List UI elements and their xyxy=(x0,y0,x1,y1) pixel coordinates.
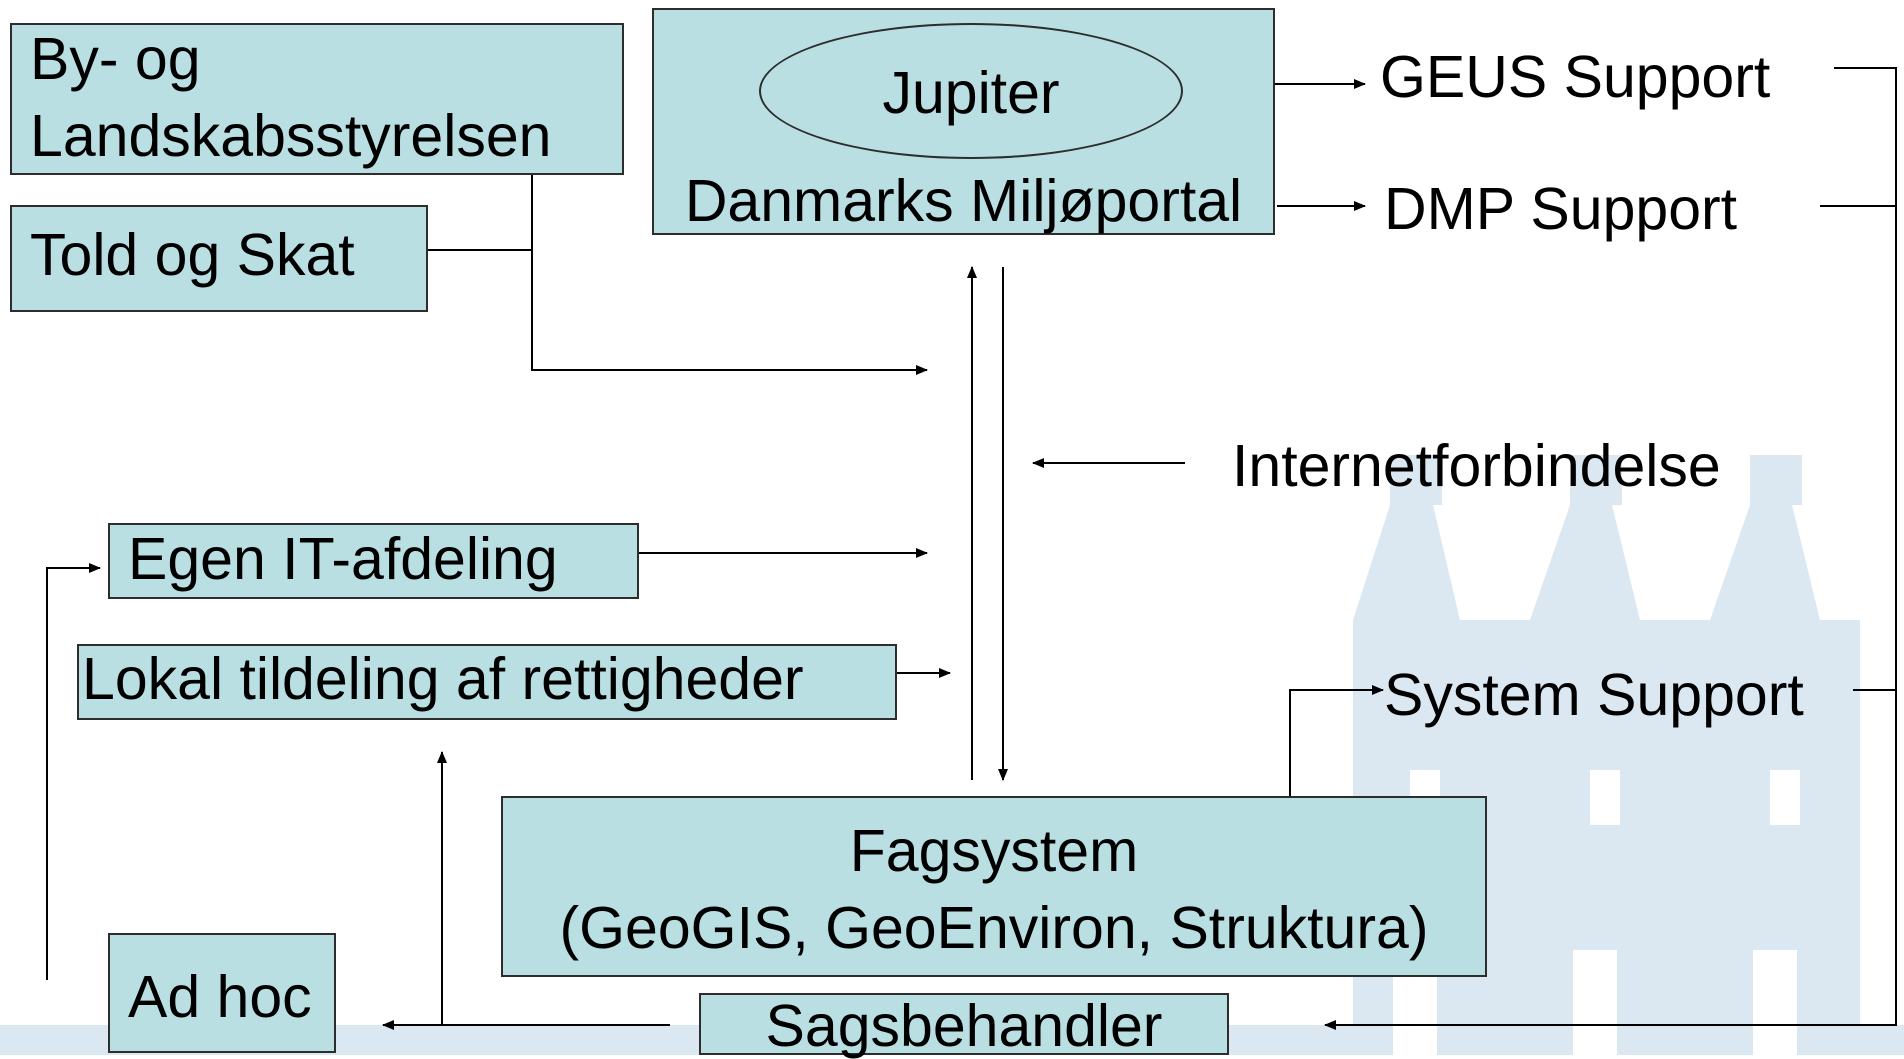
lokal-tildeling-label: Lokal tildeling af rettigheder xyxy=(82,646,804,712)
internetforbindelse-label: Internetforbindelse xyxy=(1232,433,1721,499)
danmarks-miljoportal-label: Danmarks Miljøportal xyxy=(684,168,1243,234)
adhoc-loop-arrow xyxy=(46,563,101,980)
jupiter-label: Jupiter xyxy=(882,60,1060,126)
sagsbehandler-label: Sagsbehandler xyxy=(765,993,1163,1059)
by-og-label: By- og xyxy=(30,26,201,92)
ad-hoc-box xyxy=(108,933,336,1053)
system-support-label: System Support xyxy=(1384,662,1804,728)
agencies-connector xyxy=(531,174,928,375)
fagsystem-subtitle: (GeoGIS, GeoEnviron, Struktura) xyxy=(559,895,1429,961)
told-og-skat-label: Told og Skat xyxy=(30,222,355,288)
landskabsstyrelsen-label: Landskabsstyrelsen xyxy=(30,103,552,169)
egen-it-afdeling-box xyxy=(108,523,639,599)
fagsystem-box xyxy=(501,796,1487,977)
geus-support-label: GEUS Support xyxy=(1380,44,1771,110)
fagsystem-label: Fagsystem xyxy=(849,818,1139,884)
dmp-support-label: DMP Support xyxy=(1384,176,1738,242)
jupiter-ellipse xyxy=(759,23,1183,159)
egen-it-afdeling-label: Egen IT-afdeling xyxy=(128,526,558,592)
support-bracket xyxy=(1324,67,1897,1030)
lokal-tildeling-box xyxy=(77,644,897,720)
sagsbehandler-box xyxy=(699,993,1229,1055)
told-og-skat-box xyxy=(10,205,428,312)
by-og-landskabsstyrelsen-box xyxy=(10,23,624,175)
ad-hoc-label: Ad hoc xyxy=(128,964,312,1030)
system-support-arrow xyxy=(1289,685,1384,797)
